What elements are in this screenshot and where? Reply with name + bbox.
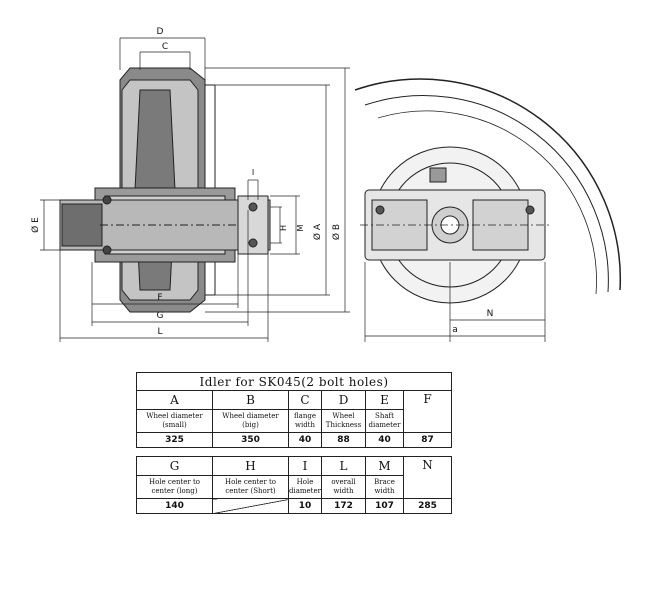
value-d: 88: [321, 432, 366, 448]
dim-label-l: L: [157, 327, 162, 337]
value-a: 325: [136, 432, 213, 448]
value-l: 172: [321, 498, 366, 514]
dim-label-e: Ø E: [30, 217, 41, 233]
col-letter-f: F: [402, 390, 453, 433]
col-letter-m: M: [365, 456, 404, 476]
value-c: 40: [288, 432, 322, 448]
dim-label-c: C: [162, 42, 168, 52]
col-letter-d: D: [321, 390, 366, 410]
dim-label-g: G: [157, 311, 164, 321]
col-letter-b: B: [212, 390, 289, 410]
col-letter-h: H: [212, 456, 289, 476]
value-i: 10: [288, 498, 322, 514]
value-e: 40: [365, 432, 404, 448]
spec-table-title: Idler for SK045(2 bolt holes): [135, 372, 453, 391]
value-b: 350: [212, 432, 289, 448]
col-letter-l: L: [321, 456, 366, 476]
dim-label-d: D: [157, 27, 164, 37]
dim-label-n: N: [487, 309, 494, 319]
col-letter-g: G: [136, 456, 213, 476]
spec-table-top: Idler for SK045(2 bolt holes) A B C D E …: [135, 372, 453, 448]
dim-label-b: Ø B: [331, 224, 342, 240]
col-letter-c: C: [288, 390, 322, 410]
col-letter-i: I: [288, 456, 322, 476]
value-g: 140: [136, 498, 213, 514]
col-desc-a: Wheel diameter(small): [136, 409, 213, 433]
value-m: 107: [365, 498, 404, 514]
col-letter-e: E: [365, 390, 404, 410]
col-letter-a: A: [136, 390, 213, 410]
col-desc-b: Wheel diameter(big): [212, 409, 289, 433]
value-n: 285: [403, 498, 452, 514]
dim-label-a: Ø A: [312, 223, 323, 240]
dim-label-h: H: [279, 225, 288, 231]
dim-label-f: F: [157, 293, 162, 303]
value-h: [212, 498, 289, 514]
dim-label-a-small: a: [452, 325, 458, 335]
value-f: 87: [402, 432, 453, 448]
dim-label-m: M: [296, 224, 305, 231]
dim-label-i: I: [252, 168, 254, 177]
idler-technical-drawing: D C I H M Ø A Ø B Ø E F G L N a: [30, 27, 622, 342]
col-letter-n: N: [403, 456, 452, 499]
